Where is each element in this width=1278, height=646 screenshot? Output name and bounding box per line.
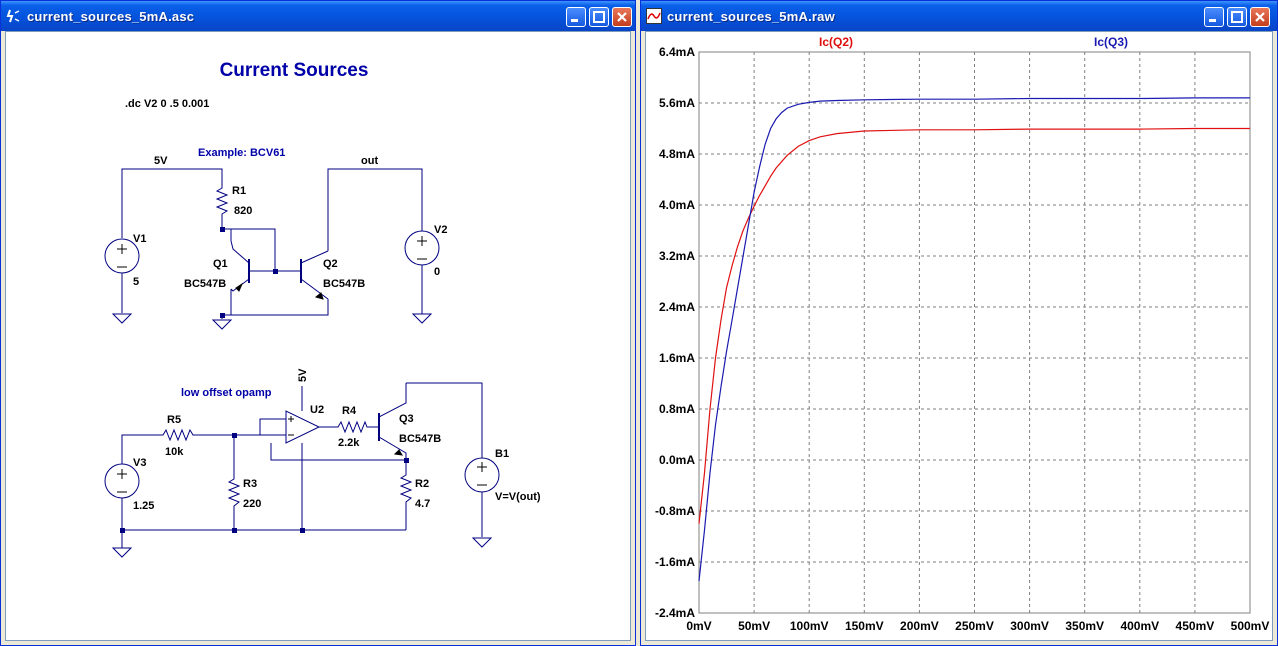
plot-legend[interactable]: Ic(Q2) Ic(Q3) — [819, 35, 1128, 49]
q1-value[interactable]: BC547B — [184, 278, 226, 290]
schematic-window-title: current_sources_5mA.asc — [27, 9, 195, 24]
r5-value[interactable]: 10k — [165, 446, 184, 458]
v2-name[interactable]: V2 — [434, 224, 447, 236]
net-label-out: out — [361, 155, 378, 167]
x-tick-label: 350mV — [1065, 619, 1104, 633]
maximize-icon — [1231, 11, 1243, 23]
x-tick-label: 150mV — [845, 619, 884, 633]
u2-name[interactable]: U2 — [310, 404, 324, 416]
waveform-viewer-icon — [646, 8, 662, 24]
minimize-icon — [1209, 19, 1216, 22]
net-label-opamp-5v: 5V — [297, 368, 309, 382]
y-tick-label: 3.2mA — [659, 249, 695, 263]
v1-value[interactable]: 5 — [133, 276, 139, 288]
q1-name[interactable]: Q1 — [213, 258, 228, 270]
v3-name[interactable]: V3 — [133, 457, 146, 469]
b1-value[interactable]: V=V(out) — [495, 491, 541, 503]
x-tick-label: 200mV — [900, 619, 939, 633]
trace-ic-q2[interactable] — [698, 127, 1250, 524]
v3-value[interactable]: 1.25 — [133, 500, 154, 512]
x-tick-label: 0mV — [686, 619, 711, 633]
y-tick-label: 6.4mA — [659, 45, 695, 59]
schematic-drawing[interactable]: Current Sources .dc V2 0 .5 0.001 Exampl… — [6, 32, 631, 641]
x-tick-label: 300mV — [1010, 619, 1049, 633]
net-label-5v: 5V — [154, 155, 168, 167]
x-tick-label: 250mV — [955, 619, 994, 633]
waveform-titlebar[interactable]: current_sources_5mA.raw — [641, 1, 1277, 31]
ltspice-schematic-icon — [6, 9, 20, 23]
minimize-button[interactable] — [1204, 7, 1224, 27]
v1-name[interactable]: V1 — [133, 233, 146, 245]
close-icon — [1255, 12, 1265, 22]
x-tick-label: 50mV — [738, 619, 770, 633]
y-tick-label: 4.0mA — [659, 198, 695, 212]
y-tick-label: -0.8mA — [655, 504, 695, 518]
y-tick-label: -1.6mA — [655, 555, 695, 569]
plot-grid — [698, 51, 1251, 614]
r4-name[interactable]: R4 — [342, 405, 357, 417]
r1-name[interactable]: R1 — [232, 185, 246, 197]
schematic-canvas[interactable]: Current Sources .dc V2 0 .5 0.001 Exampl… — [5, 31, 631, 641]
b1-name[interactable]: B1 — [495, 448, 509, 460]
q3-value[interactable]: BC547B — [399, 433, 441, 445]
plot-traces[interactable] — [698, 97, 1250, 582]
r1-value[interactable]: 820 — [234, 205, 252, 217]
junction-dots — [120, 227, 409, 533]
y-tick-label: 5.6mA — [659, 96, 695, 110]
q2-name[interactable]: Q2 — [323, 258, 338, 270]
maximize-button[interactable] — [589, 7, 609, 27]
minimize-icon — [571, 19, 578, 22]
schematic-heading: Current Sources — [220, 60, 369, 81]
y-tick-label: 0.0mA — [659, 453, 695, 467]
trace-ic-q3[interactable] — [698, 97, 1250, 582]
schematic-titlebar[interactable]: current_sources_5mA.asc — [1, 1, 635, 31]
r3-value[interactable]: 220 — [243, 498, 261, 510]
close-button[interactable] — [612, 7, 632, 27]
r3-name[interactable]: R3 — [243, 478, 257, 490]
y-tick-label: 4.8mA — [659, 147, 695, 161]
waveform-window-title: current_sources_5mA.raw — [667, 9, 835, 24]
legend-label-ic-q3[interactable]: Ic(Q3) — [1094, 35, 1128, 49]
dc-directive[interactable]: .dc V2 0 .5 0.001 — [125, 98, 209, 110]
y-tick-label: 0.8mA — [659, 402, 695, 416]
waveform-canvas[interactable]: 0mV 50mV 100mV 150mV 200mV 250mV 300mV 350mV 400… — [645, 31, 1273, 641]
r2-name[interactable]: R2 — [415, 478, 429, 490]
close-button[interactable] — [1250, 7, 1270, 27]
maximize-button[interactable] — [1227, 7, 1247, 27]
r5-name[interactable]: R5 — [167, 414, 181, 426]
r4-value[interactable]: 2.2k — [338, 437, 360, 449]
r2-value[interactable]: 4.7 — [415, 498, 430, 510]
legend-label-ic-q2[interactable]: Ic(Q2) — [819, 35, 853, 49]
x-tick-label: 100mV — [790, 619, 829, 633]
q3-name[interactable]: Q3 — [399, 413, 414, 425]
waveform-window[interactable]: current_sources_5mA.raw 0mV 50mV 100mV 150m… — [640, 0, 1278, 646]
plot-axes: 0mV 50mV 100mV 150mV 200mV 250mV 300mV 350mV 400… — [655, 45, 1269, 633]
x-tick-label: 500mV — [1231, 619, 1270, 633]
waveform-plot[interactable]: 0mV 50mV 100mV 150mV 200mV 250mV 300mV 350mV 400… — [646, 32, 1273, 641]
minimize-button[interactable] — [566, 7, 586, 27]
y-tick-label: -2.4mA — [655, 606, 695, 620]
q2-value[interactable]: BC547B — [323, 278, 365, 290]
x-tick-label: 400mV — [1120, 619, 1159, 633]
maximize-icon — [593, 11, 605, 23]
schematic-window[interactable]: current_sources_5mA.asc — [0, 0, 636, 646]
v2-value[interactable]: 0 — [434, 266, 440, 278]
example-comment: Example: BCV61 — [198, 147, 285, 159]
x-tick-label: 450mV — [1176, 619, 1215, 633]
close-icon — [617, 12, 627, 22]
y-tick-label: 1.6mA — [659, 351, 695, 365]
opamp-comment: low offset opamp — [181, 387, 272, 399]
y-tick-label: 2.4mA — [659, 300, 695, 314]
